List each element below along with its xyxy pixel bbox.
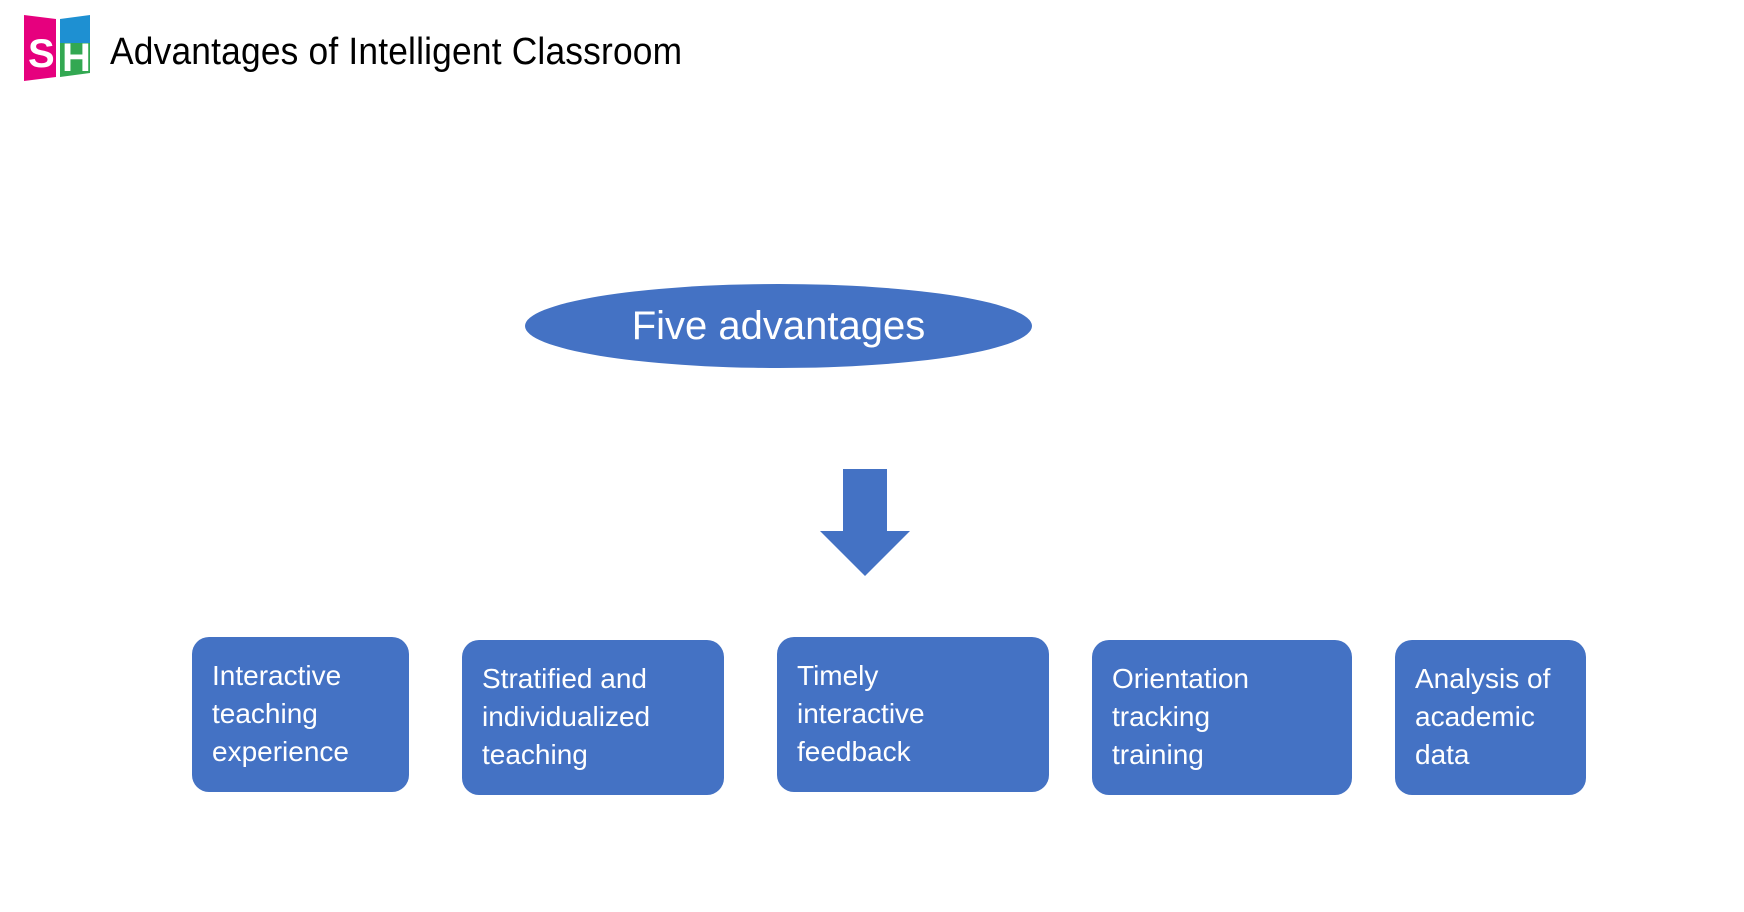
logo-top-right-block [60, 15, 90, 43]
down-arrow-graphic [820, 469, 910, 576]
advantage-card-1[interactable]: Interactive teaching experience [192, 637, 409, 792]
advantage-card-3-label: Timely interactive feedback [797, 660, 925, 767]
advantage-card-3[interactable]: Timely interactive feedback [777, 637, 1049, 792]
advantage-card-5[interactable]: Analysis of academic data [1395, 640, 1586, 795]
hub-label: Five advantages [631, 304, 926, 348]
logo-letter-h: H [62, 36, 91, 80]
advantage-card-2[interactable]: Stratified and individualized teaching [462, 640, 724, 795]
advantage-card-4-label: Orientation tracking training [1112, 663, 1249, 770]
down-arrow-shape [820, 469, 910, 576]
hub-ellipse: Five advantages [525, 284, 1032, 368]
advantage-card-1-label: Interactive teaching experience [212, 660, 349, 767]
logo-bottom-right-block [60, 43, 90, 77]
advantage-card-5-label: Analysis of academic data [1415, 663, 1551, 770]
advantage-card-2-label: Stratified and individualized teaching [482, 663, 651, 770]
advantage-card-4[interactable]: Orientation tracking training [1092, 640, 1352, 795]
logo-left-block [24, 15, 56, 81]
down-arrow-icon [818, 469, 912, 577]
sh-logo-graphic: S H [24, 15, 91, 81]
page-title: Advantages of Intelligent Classroom [110, 31, 683, 73]
advantage-card-row: Interactive teaching experience Stratifi… [192, 637, 1586, 795]
slide-header: S H Advantages of Intelligent Classroom [0, 0, 1744, 96]
logo-letter-s: S [28, 32, 55, 76]
sh-logo: S H [22, 9, 92, 81]
